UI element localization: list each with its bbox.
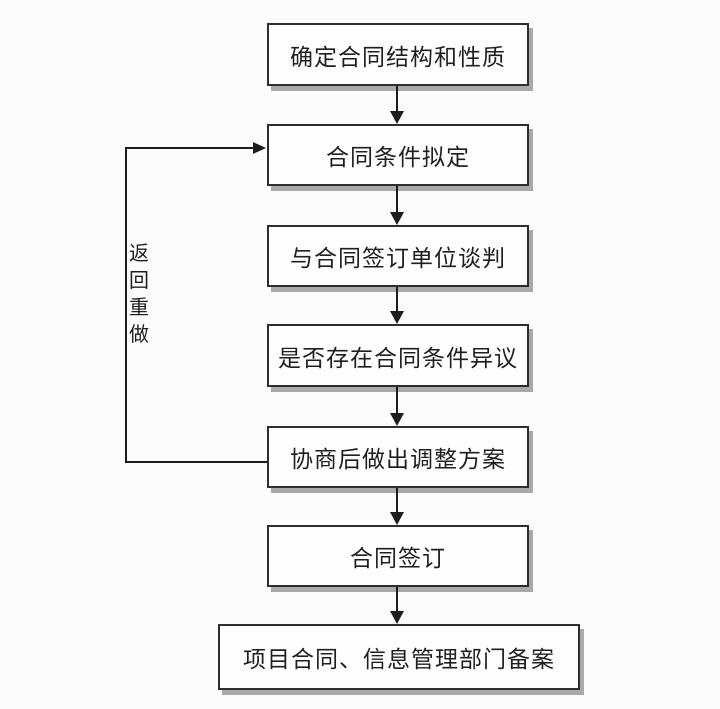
arrow-down-icon xyxy=(390,212,404,225)
flow-node-determine-structure: 确定合同结构和性质 xyxy=(267,23,529,86)
flow-node-label: 合同条件拟定 xyxy=(326,145,470,171)
arrow-down-2-3 xyxy=(389,186,405,225)
arrow-down-3-4 xyxy=(389,287,405,324)
flow-node-label: 合同签订 xyxy=(350,546,446,572)
loop-back-label: 返回重做 xyxy=(129,241,149,346)
arrow-down-icon xyxy=(390,413,404,426)
arrow-down-1-2 xyxy=(389,86,405,124)
loop-back-bottom-line xyxy=(125,461,267,463)
arrow-down-6-7 xyxy=(389,587,405,624)
arrow-down-icon xyxy=(390,111,404,124)
flow-node-contract-signing: 合同签订 xyxy=(267,525,529,587)
loop-back-top-line xyxy=(125,147,253,149)
arrow-down-icon xyxy=(390,311,404,324)
arrow-stem xyxy=(396,587,398,612)
arrow-stem xyxy=(396,186,398,213)
flow-node-label: 是否存在合同条件异议 xyxy=(278,345,518,372)
arrow-stem xyxy=(396,488,398,513)
arrow-stem xyxy=(396,387,398,414)
arrow-stem xyxy=(396,287,398,312)
flow-node-negotiate: 与合同签订单位谈判 xyxy=(267,225,529,287)
flow-node-filing: 项目合同、信息管理部门备案 xyxy=(218,624,580,690)
arrow-down-icon xyxy=(390,611,404,624)
arrow-down-5-6 xyxy=(389,488,405,525)
arrow-stem xyxy=(396,86,398,112)
flow-node-draft-conditions: 合同条件拟定 xyxy=(267,124,529,186)
loop-back-vertical-line xyxy=(125,147,127,463)
flow-node-label: 项目合同、信息管理部门备案 xyxy=(243,647,555,673)
flow-node-label: 协商后做出调整方案 xyxy=(290,447,506,473)
arrow-down-icon xyxy=(390,512,404,525)
arrow-down-4-5 xyxy=(389,387,405,426)
flow-node-adjustment-plan: 协商后做出调整方案 xyxy=(267,426,529,488)
flow-node-label: 确定合同结构和性质 xyxy=(290,44,506,71)
flow-node-objection-check: 是否存在合同条件异议 xyxy=(267,324,529,387)
flow-node-label: 与合同签订单位谈判 xyxy=(290,246,506,272)
arrow-right-icon xyxy=(253,142,266,154)
